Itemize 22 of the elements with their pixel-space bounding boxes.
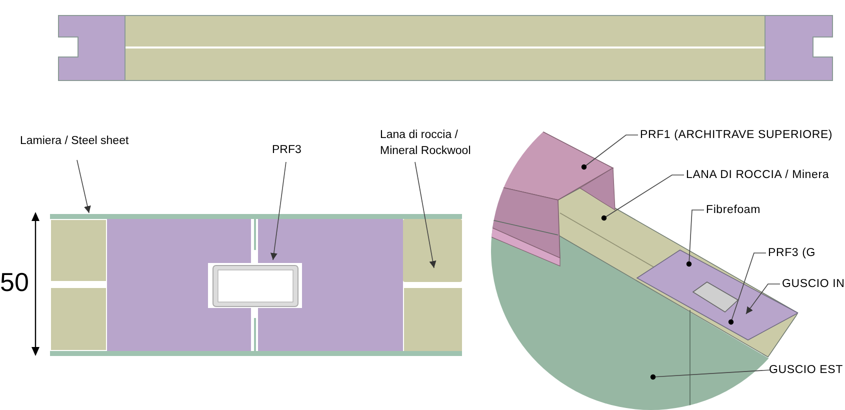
callout-label: Fibrefoam <box>706 202 760 218</box>
leader-line <box>76 160 91 214</box>
rockwool-block <box>403 219 462 282</box>
steel-sheet <box>50 214 462 219</box>
leader-line <box>728 252 766 325</box>
leader-line <box>581 134 638 170</box>
callout-label: Lana di roccia / Mineral Rockwool <box>380 127 490 159</box>
callout-label: PRF3 <box>272 143 302 158</box>
callout-label: GUSCIO IN <box>782 276 845 292</box>
callout-label: GUSCIO EST <box>769 362 843 378</box>
leader-line <box>601 174 684 221</box>
leader-line <box>746 284 780 314</box>
leader-line <box>270 162 286 260</box>
callout-label: PRF3 (G <box>768 245 816 261</box>
leader-line <box>650 370 770 380</box>
leader-line <box>414 162 436 268</box>
dimension-label: 50 <box>0 266 29 298</box>
core-panel <box>258 219 403 351</box>
leader-line <box>686 210 704 267</box>
callout-label: LANA DI ROCCIA / Minera <box>686 167 830 183</box>
callout-label: PRF1 (ARCHITRAVE SUPERIORE) <box>640 127 833 143</box>
callout-label: Lamiera / Steel sheet <box>20 134 129 149</box>
